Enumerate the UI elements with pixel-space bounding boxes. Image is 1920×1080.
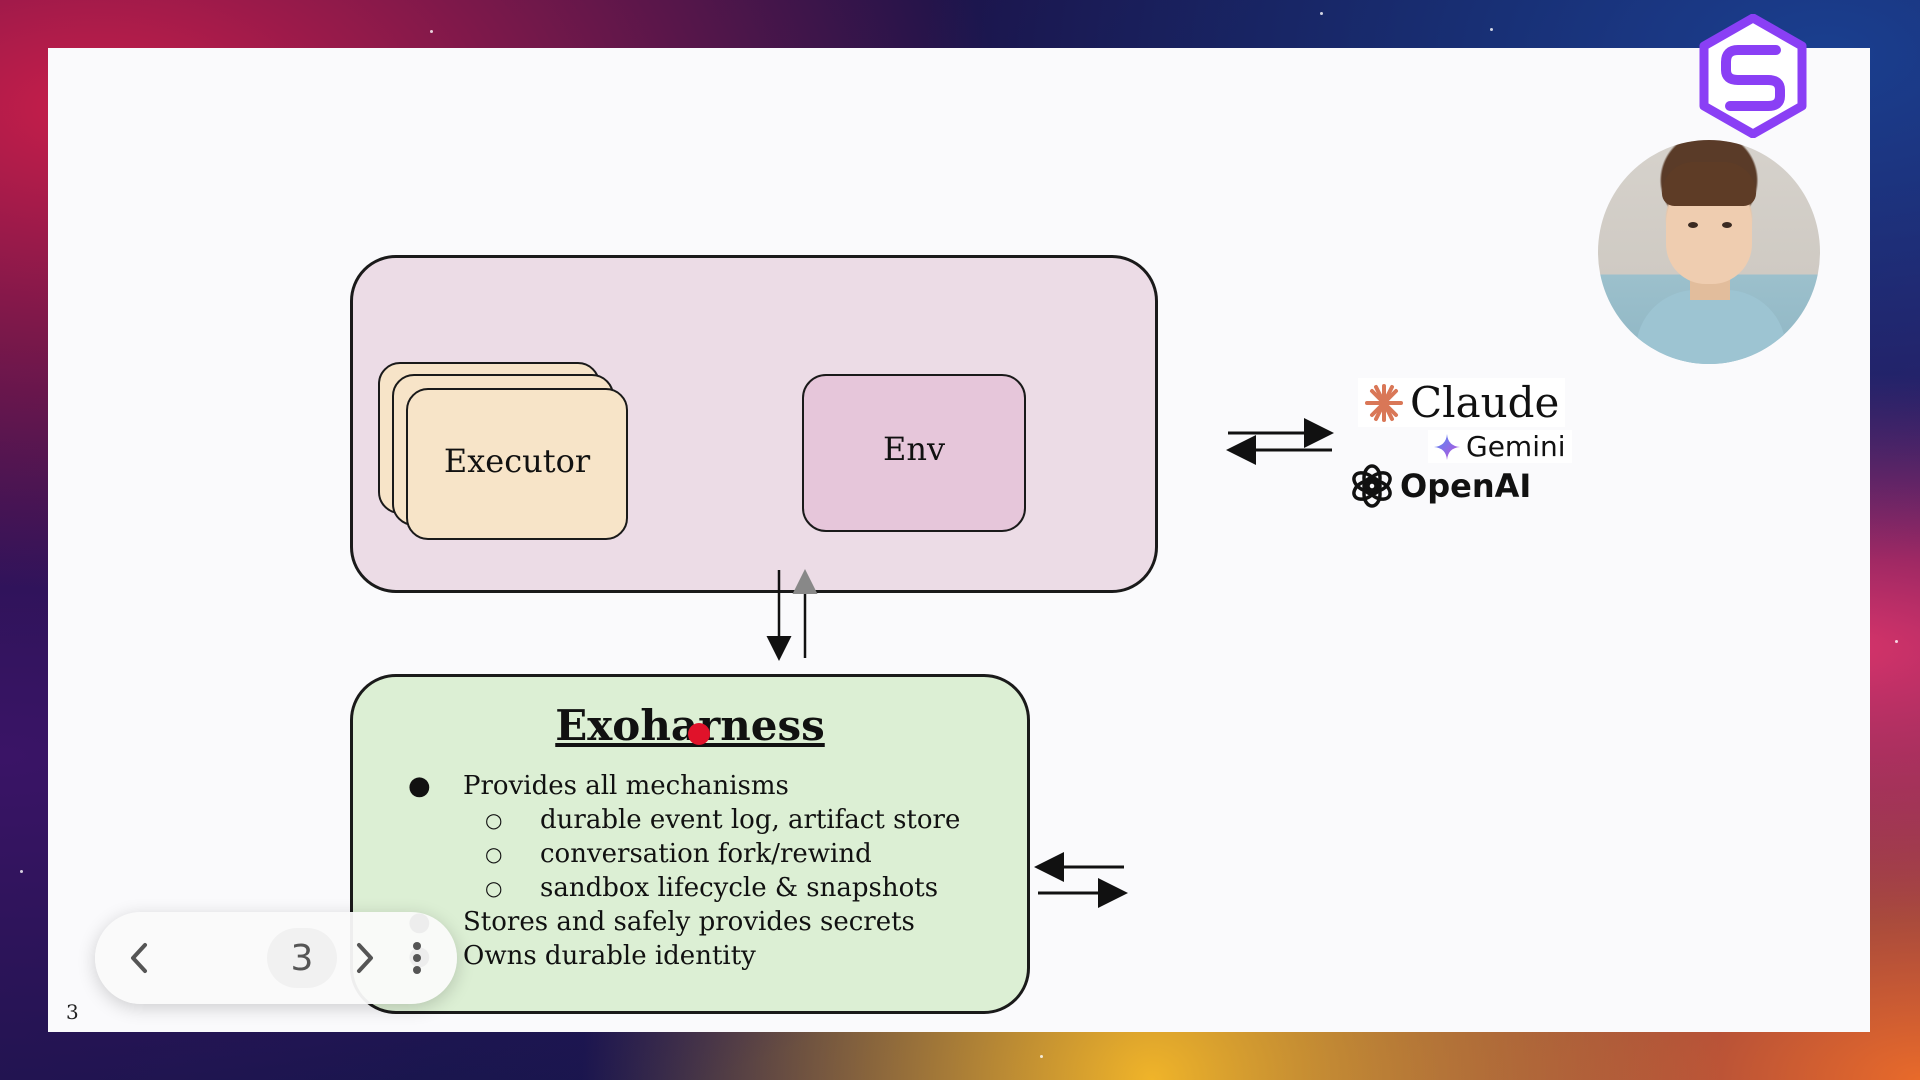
gemini-logo: Gemini xyxy=(1428,430,1572,463)
exoharness-list: ●Provides all mechanisms ○durable event … xyxy=(408,769,960,973)
claude-spark-icon xyxy=(1364,383,1404,423)
executor-label: Executor xyxy=(443,442,591,480)
openai-logo: OpenAI xyxy=(1350,464,1531,508)
previous-slide-button[interactable] xyxy=(109,928,169,988)
openai-knot-icon xyxy=(1350,464,1394,508)
slide-navigator: 3 xyxy=(95,912,457,1004)
slide-number: 3 xyxy=(66,1000,79,1024)
env-label: Env xyxy=(882,430,946,468)
brand-logo-icon xyxy=(1699,14,1807,138)
executor-card: Executor xyxy=(406,388,628,540)
more-options-button[interactable] xyxy=(387,928,447,988)
current-page-indicator[interactable]: 3 xyxy=(267,928,337,988)
chevron-left-icon xyxy=(131,943,147,973)
more-vertical-icon xyxy=(413,942,421,974)
list-item: ●Provides all mechanisms xyxy=(408,771,789,801)
chevron-right-icon xyxy=(357,943,373,973)
list-item: ○durable event log, artifact store xyxy=(485,805,961,835)
next-slide-button[interactable] xyxy=(335,928,395,988)
list-item: ○conversation fork/rewind xyxy=(485,839,872,869)
list-item: ●Owns durable identity xyxy=(408,941,756,971)
claude-logo: Claude xyxy=(1358,378,1566,427)
list-item: ●Stores and safely provides secrets xyxy=(408,907,915,937)
list-item: ○sandbox lifecycle & snapshots xyxy=(485,873,939,903)
laser-pointer xyxy=(688,723,710,745)
gemini-star-icon xyxy=(1434,433,1460,460)
env-box: Env xyxy=(802,374,1026,532)
presenter-webcam xyxy=(1598,140,1820,364)
